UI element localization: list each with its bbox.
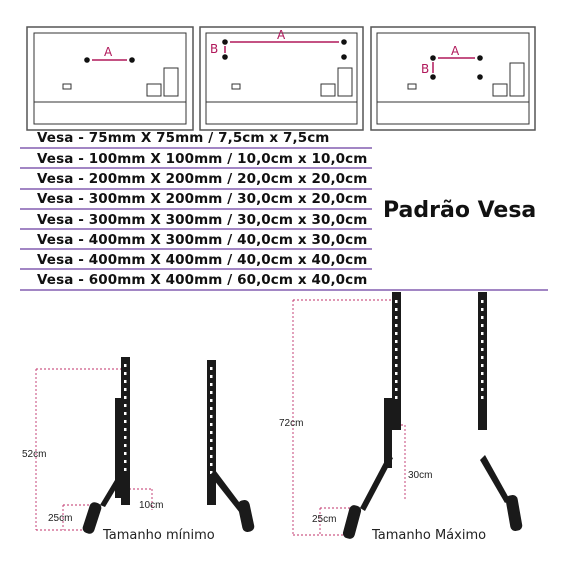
tv3-label-b: B	[421, 62, 430, 76]
min-height-label: 52cm	[22, 449, 47, 460]
vesa-item-75: Vesa - 75mm X 75mm / 7,5cm x 7,5cm	[37, 130, 330, 146]
max-size-caption: Tamanho Máximo	[372, 528, 487, 543]
tv3-label-a: A	[451, 44, 460, 58]
tv-diagram-2	[199, 26, 364, 131]
max-height-label: 72cm	[279, 418, 304, 429]
tv-diagram-1	[26, 26, 194, 131]
min-foot-label: 25cm	[48, 513, 73, 524]
vesa-item-400x400: Vesa - 400mm X 400mm / 40,0cm x 40,0cm	[37, 252, 368, 268]
page-title: Padrão Vesa	[383, 198, 537, 223]
vesa-item-600x400: Vesa - 600mm X 400mm / 60,0cm x 40,0cm	[37, 272, 368, 288]
max-mid-label: 30cm	[408, 470, 433, 481]
max-stand	[292, 292, 523, 539]
vesa-item-100: Vesa - 100mm X 100mm / 10,0cm x 10,0cm	[37, 151, 368, 167]
max-foot-label: 25cm	[312, 514, 337, 525]
vesa-item-300x200: Vesa - 300mm X 200mm / 30,0cm x 20,0cm	[37, 191, 368, 207]
tv2-label-b: B	[210, 42, 219, 56]
tv1-label-a: A	[104, 45, 113, 59]
vesa-item-200x200: Vesa - 200mm X 200mm / 20,0cm x 20,0cm	[37, 171, 368, 187]
vesa-item-300x300: Vesa - 300mm X 300mm / 30,0cm x 30,0cm	[37, 212, 368, 228]
min-stand	[35, 357, 255, 534]
min-base-label: 10cm	[139, 500, 164, 511]
tv2-label-a: A	[277, 28, 286, 42]
min-size-caption: Tamanho mínimo	[103, 528, 215, 543]
vesa-item-400x300: Vesa - 400mm X 300mm / 40,0cm x 30,0cm	[37, 232, 368, 248]
tv-diagram-3	[370, 26, 536, 131]
